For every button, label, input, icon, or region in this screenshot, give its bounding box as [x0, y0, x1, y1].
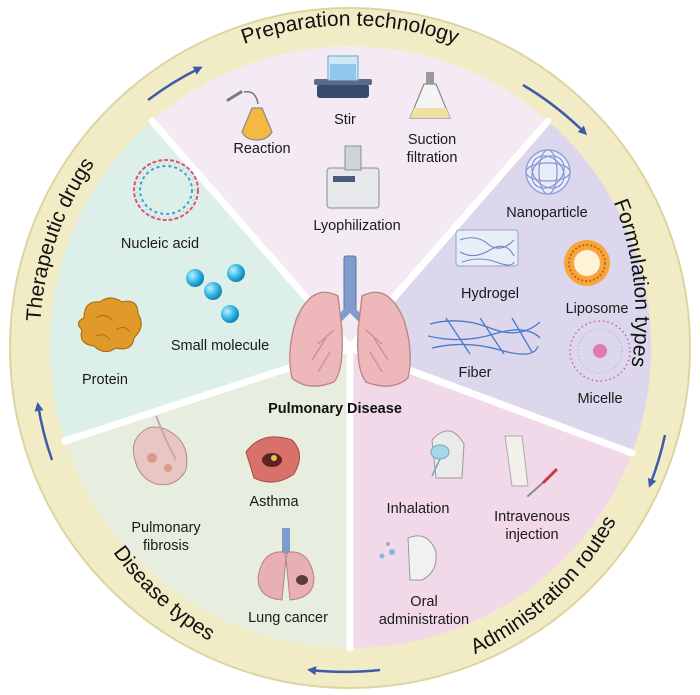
reaction-icon	[226, 90, 273, 141]
label-fibrosis-2: fibrosis	[143, 538, 189, 554]
label-hydrogel: Hydrogel	[461, 286, 519, 302]
lyophilization-icon	[326, 145, 380, 209]
label-inhalation: Inhalation	[387, 501, 450, 517]
protein-icon	[77, 297, 142, 353]
arrow-dis-to-ther	[34, 402, 54, 461]
label-micelle: Micelle	[577, 391, 622, 407]
label-small-molecule: Small molecule	[171, 338, 269, 354]
asthma-icon	[245, 436, 300, 483]
label-nanoparticle: Nanoparticle	[506, 205, 587, 221]
pulmonary-fibrosis-icon	[132, 415, 188, 486]
suction-filtration-icon	[409, 72, 451, 119]
label-stir: Stir	[334, 112, 356, 128]
label-nucleic-acid: Nucleic acid	[121, 236, 199, 252]
label-asthma: Asthma	[249, 494, 299, 510]
inhalation-icon	[430, 430, 465, 479]
label-lung-cancer: Lung cancer	[248, 610, 328, 626]
arrow-admin-to-dis	[307, 666, 381, 676]
nucleic-acid-icon	[133, 159, 199, 221]
intravenous-injection-icon	[504, 435, 558, 497]
fiber-icon	[427, 317, 541, 355]
liposome-icon	[564, 240, 610, 286]
nanoparticle-icon	[525, 149, 571, 195]
arrow-form-to-admin	[647, 434, 667, 488]
label-intravenous-1: Intravenous	[494, 509, 570, 525]
label-suction-2: filtration	[407, 150, 458, 166]
label-suction-1: Suction	[408, 132, 456, 148]
arrow-prep-to-form	[522, 83, 588, 136]
oral-administration-icon	[379, 535, 437, 581]
label-liposome: Liposome	[566, 301, 629, 317]
hydrogel-icon	[455, 229, 519, 267]
label-intravenous-2: injection	[505, 527, 558, 543]
center-title: Pulmonary Disease	[268, 401, 402, 417]
micelle-icon	[569, 320, 631, 382]
label-lyophilization: Lyophilization	[313, 218, 400, 234]
lungs-icon	[289, 255, 411, 387]
ring-arrows	[34, 66, 667, 676]
arrow-ther-to-prep	[147, 66, 203, 101]
label-fibrosis-1: Pulmonary	[131, 520, 201, 536]
lung-cancer-icon	[257, 528, 315, 601]
label-reaction: Reaction	[233, 141, 290, 157]
small-molecule-icon	[186, 264, 245, 323]
label-fiber: Fiber	[458, 365, 491, 381]
stir-icon	[314, 55, 372, 98]
sector-formulation	[350, 121, 652, 453]
label-oral-1: Oral	[410, 594, 437, 610]
label-protein: Protein	[82, 372, 128, 388]
label-oral-2: administration	[379, 612, 469, 628]
